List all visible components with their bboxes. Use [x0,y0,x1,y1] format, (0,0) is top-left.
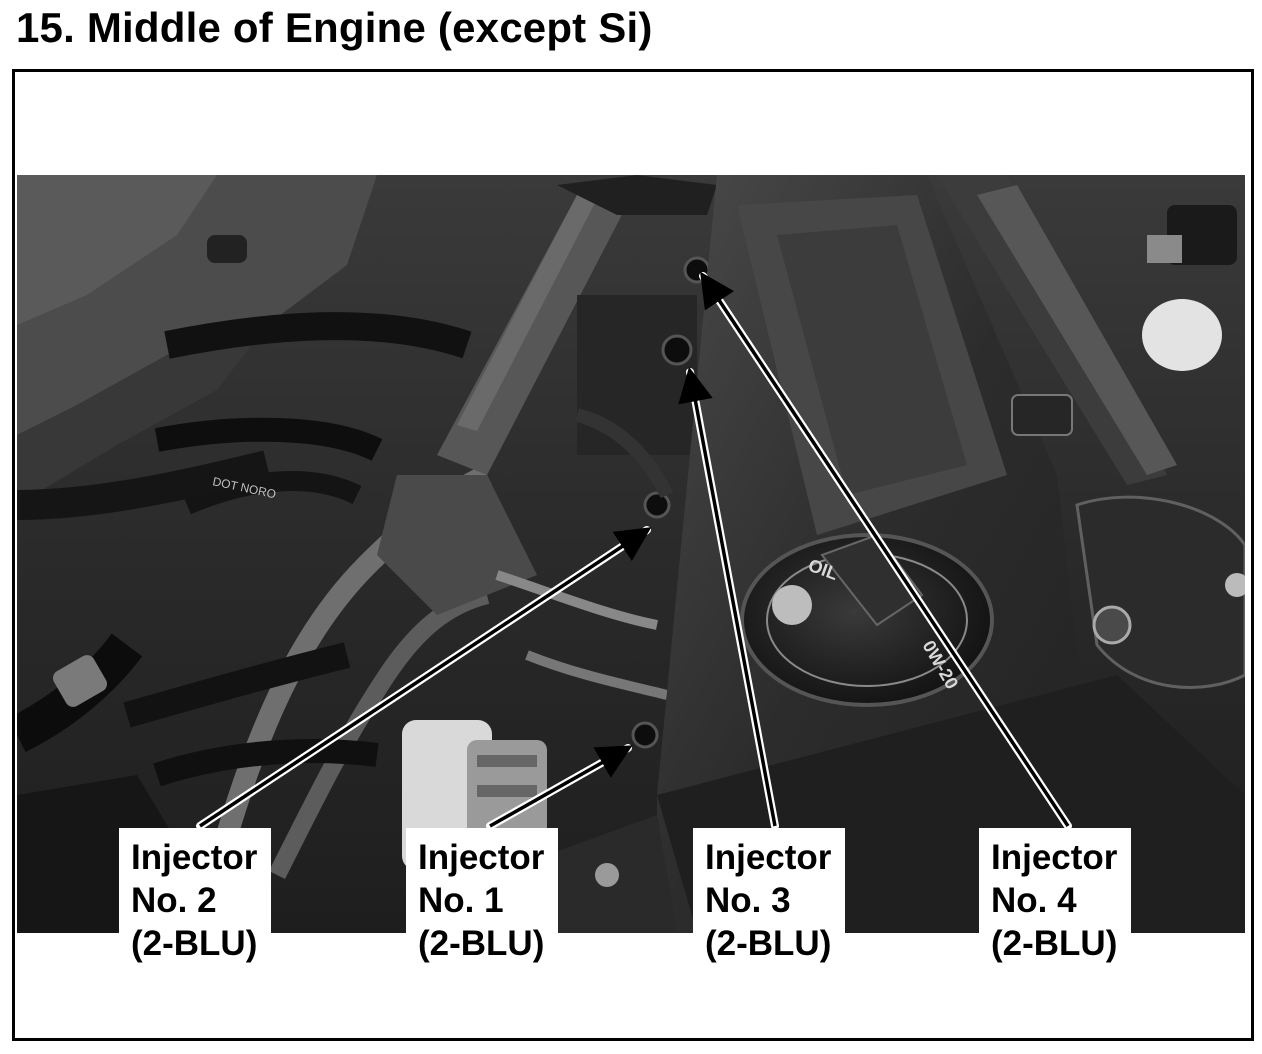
callout-injector-4: Injector No. 4 (2-BLU) [979,828,1132,971]
callout-line: (2-BLU) [705,924,832,963]
callout-injector-2: Injector No. 2 (2-BLU) [119,828,272,971]
callout-line: Injector [131,838,258,877]
callout-injector-1: Injector No. 1 (2-BLU) [406,828,559,971]
engine-photo: OIL 0W-20 DOT NORO [17,175,1245,933]
callout-line: Injector [991,838,1118,877]
callout-line: No. 1 [418,881,504,920]
callout-line: Injector [705,838,832,877]
callout-line: (2-BLU) [418,924,545,963]
callout-line: (2-BLU) [131,924,258,963]
callout-line: (2-BLU) [991,924,1118,963]
callout-line: No. 2 [131,881,217,920]
page-title: 15. Middle of Engine (except Si) [16,4,653,51]
callout-injector-3: Injector No. 3 (2-BLU) [693,828,846,971]
callout-line: No. 3 [705,881,791,920]
callout-line: No. 4 [991,881,1077,920]
callout-line: Injector [418,838,545,877]
